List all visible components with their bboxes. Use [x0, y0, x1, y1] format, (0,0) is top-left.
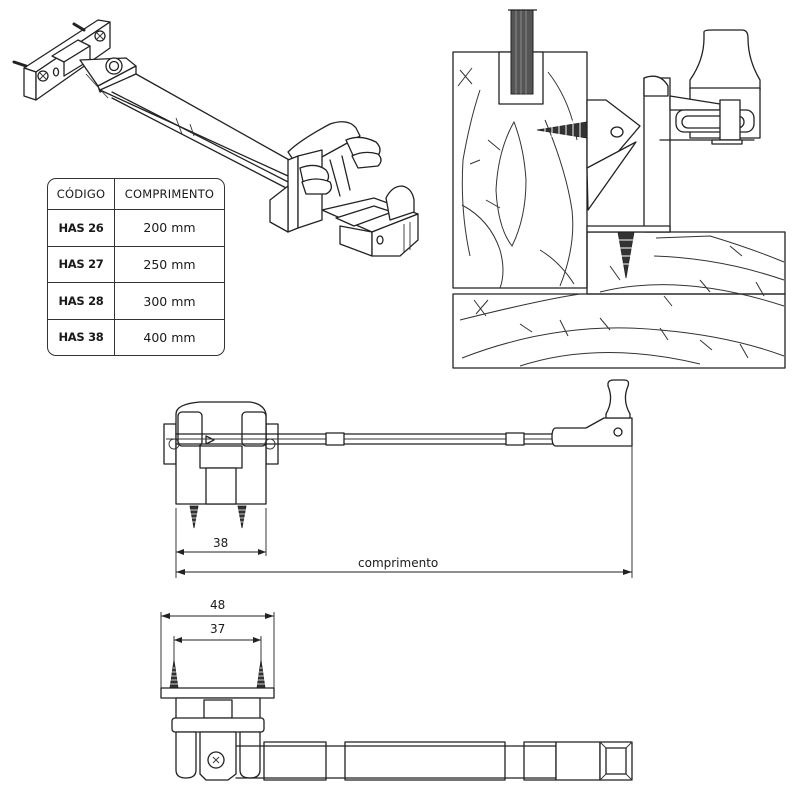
strike-plate	[321, 185, 419, 257]
spec-table-row: HAS 27 250 mm	[48, 245, 224, 284]
latch-housing	[269, 121, 382, 233]
installed-section-view	[452, 9, 786, 369]
hinge-block	[51, 39, 137, 99]
dimension-label-48: 48	[210, 598, 226, 612]
spec-table-row: HAS 28 300 mm	[48, 282, 224, 320]
top-view-latch	[175, 731, 261, 781]
side-view-arm	[166, 432, 557, 446]
dimension-48	[160, 612, 275, 688]
header-codigo: CÓDIGO	[48, 179, 115, 210]
screw-tip-icon	[12, 22, 86, 68]
spec-table-row: HAS 38 400 mm	[48, 318, 224, 355]
glass-pane	[508, 9, 537, 95]
latch-knob	[659, 29, 761, 145]
product-length: 250 mm	[114, 245, 224, 284]
side-view	[163, 379, 633, 578]
product-code: HAS 28	[48, 282, 115, 320]
top-view-arm	[235, 741, 633, 781]
dimension-label-comprimento: comprimento	[358, 556, 439, 570]
top-view-plate	[160, 687, 275, 733]
dimension-comprimento	[175, 420, 633, 578]
dimension-37	[173, 636, 262, 662]
spec-table: CÓDIGO COMPRIMENTO HAS 26 200 mm HAS 27 …	[47, 178, 225, 356]
telescopic-arm	[99, 73, 301, 191]
side-view-strike	[551, 379, 633, 447]
dimension-38	[175, 508, 267, 556]
screw-icon	[189, 505, 247, 529]
product-length: 300 mm	[114, 282, 224, 320]
dimension-label-38: 38	[213, 536, 229, 550]
dimension-label-37: 37	[210, 622, 226, 636]
product-length: 400 mm	[114, 318, 224, 355]
hinge-bracket	[586, 75, 671, 233]
isometric-view	[12, 19, 419, 257]
screw-icon	[169, 659, 266, 689]
sill-wood	[452, 231, 786, 369]
